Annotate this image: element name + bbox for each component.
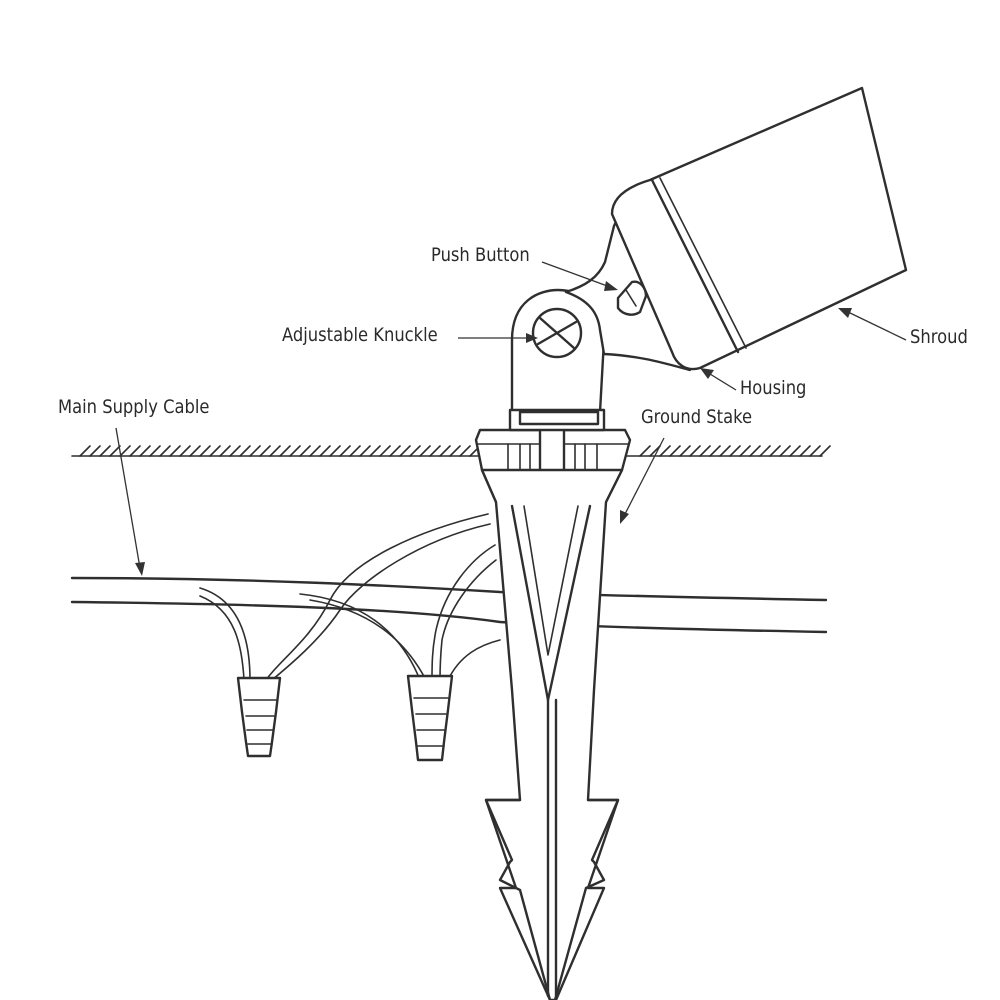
ground-hatch-mark	[159, 445, 171, 457]
wire-connector-left	[236, 676, 282, 758]
ground-hatch-mark	[669, 445, 681, 457]
ground-hatch-mark	[679, 445, 691, 457]
ground-hatch-mark	[439, 445, 451, 457]
ground-hatch-mark	[319, 445, 331, 457]
connector-wires	[199, 513, 501, 681]
ground-hatch-mark	[149, 445, 161, 457]
ground-hatch-mark	[789, 445, 801, 457]
leader-lines	[115, 261, 907, 576]
ground-hatch-mark	[129, 445, 141, 457]
label-shroud: Shroud	[910, 326, 968, 348]
ground-hatch-mark	[659, 445, 671, 457]
ground-hatch-mark	[779, 445, 791, 457]
main-supply-cable	[70, 576, 828, 634]
ground-hatch-mark	[239, 445, 251, 457]
ground-hatch-mark	[459, 445, 471, 457]
ground-hatch-mark	[819, 445, 831, 457]
ground-hatch-mark	[219, 445, 231, 457]
ground-hatch-mark	[329, 445, 341, 457]
ground-hatch-mark	[179, 445, 191, 457]
label-main-supply-cable: Main Supply Cable	[58, 396, 210, 418]
ground-hatch-mark	[709, 445, 721, 457]
ground-hatch-mark	[139, 445, 151, 457]
ground-hatch-mark	[389, 445, 401, 457]
wire-connector-right	[406, 674, 454, 762]
ground-surface	[71, 445, 831, 457]
ground-stake	[474, 424, 632, 1000]
ground-hatch-mark	[119, 445, 131, 457]
ground-hatch-mark	[229, 445, 241, 457]
label-ground-stake: Ground Stake	[641, 406, 753, 428]
ground-hatch-mark	[299, 445, 311, 457]
ground-hatch-mark	[799, 445, 811, 457]
ground-hatch-mark	[379, 445, 391, 457]
ground-hatch-mark	[349, 445, 361, 457]
label-adjustable-knuckle: Adjustable Knuckle	[282, 324, 438, 346]
ground-hatch-mark	[359, 445, 371, 457]
adjustable-knuckle	[508, 288, 606, 432]
ground-hatch-mark	[449, 445, 461, 457]
ground-hatch-mark	[749, 445, 761, 457]
ground-hatch-mark	[209, 445, 221, 457]
ground-hatch-mark	[729, 445, 741, 457]
ground-hatch-mark	[79, 445, 91, 457]
ground-hatch-mark	[99, 445, 111, 457]
ground-hatch-mark	[369, 445, 381, 457]
ground-hatch-mark	[109, 445, 121, 457]
ground-hatch-mark	[259, 445, 271, 457]
ground-hatch-mark	[699, 445, 711, 457]
ground-hatch-mark	[689, 445, 701, 457]
ground-hatch-mark	[409, 445, 421, 457]
ground-hatch-mark	[249, 445, 261, 457]
ground-hatch-mark	[639, 445, 651, 457]
ground-hatch-mark	[309, 445, 321, 457]
ground-hatch-mark	[429, 445, 441, 457]
ground-hatch-mark	[339, 445, 351, 457]
ground-hatch-mark	[719, 445, 731, 457]
ground-hatch-mark	[189, 445, 201, 457]
label-push-button: Push Button	[431, 244, 530, 266]
ground-hatch-mark	[269, 445, 281, 457]
ground-hatch-mark	[769, 445, 781, 457]
ground-hatch-mark	[199, 445, 211, 457]
ground-hatch-mark	[809, 445, 821, 457]
ground-hatch-mark	[399, 445, 411, 457]
label-housing: Housing	[740, 377, 807, 399]
fixture-head	[610, 86, 908, 371]
ground-hatch-mark	[289, 445, 301, 457]
ground-hatch-mark	[759, 445, 771, 457]
ground-hatch-mark	[89, 445, 101, 457]
ground-hatch-mark	[169, 445, 181, 457]
ground-hatch-mark	[739, 445, 751, 457]
ground-hatch-mark	[419, 445, 431, 457]
ground-hatch-mark	[279, 445, 291, 457]
